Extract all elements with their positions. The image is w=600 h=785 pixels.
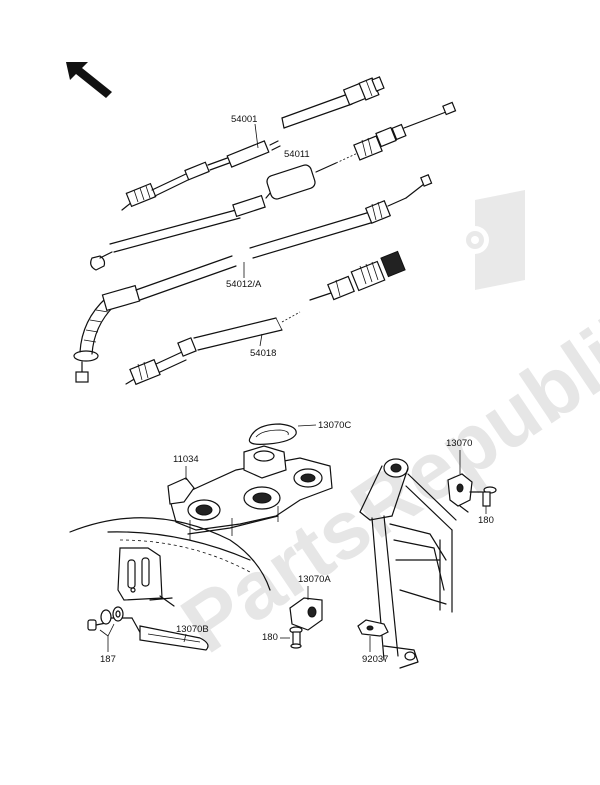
label-180-left: 180 xyxy=(262,632,290,643)
label-54018: 54018 xyxy=(250,333,276,359)
front-direction-arrow-icon xyxy=(66,62,112,98)
label-92037: 92037 xyxy=(362,636,388,665)
gear-watermark-icon xyxy=(461,190,525,290)
bracket-13070 xyxy=(447,473,473,513)
svg-text:180: 180 xyxy=(478,515,494,526)
label-187: 187 xyxy=(99,623,116,665)
svg-text:180: 180 xyxy=(262,632,278,643)
svg-text:13070C: 13070C xyxy=(318,420,351,431)
cable-54012a xyxy=(73,174,433,383)
label-13070c: 13070C xyxy=(297,420,351,431)
clamp-13070c xyxy=(248,423,297,445)
label-11034: 11034 xyxy=(173,454,199,480)
label-13070b: 13070B xyxy=(176,624,209,643)
bracket-13070a xyxy=(289,597,323,631)
svg-text:54018: 54018 xyxy=(250,348,276,359)
cable-54011 xyxy=(90,101,457,271)
bolt-180-right xyxy=(469,486,497,507)
label-13070: 13070 xyxy=(446,438,472,474)
bolt-187 xyxy=(87,606,124,631)
triple-clamp-11034 xyxy=(167,445,333,540)
label-54011: 54011 xyxy=(284,149,310,160)
svg-text:92037: 92037 xyxy=(362,654,388,665)
label-13070a: 13070A xyxy=(298,574,331,600)
svg-text:13070A: 13070A xyxy=(298,574,331,585)
bolt-180-left xyxy=(289,626,303,649)
label-54012a: 54012/A xyxy=(226,262,262,290)
frame xyxy=(359,458,457,669)
svg-text:11034: 11034 xyxy=(173,454,199,465)
cable-54018 xyxy=(125,250,406,386)
svg-text:13070B: 13070B xyxy=(176,624,209,635)
svg-text:187: 187 xyxy=(100,654,116,665)
clamp-92037 xyxy=(357,619,389,637)
label-180-right: 180 xyxy=(478,506,494,526)
svg-text:54011: 54011 xyxy=(284,149,310,160)
fender-assembly xyxy=(69,517,271,651)
label-54001: 54001 xyxy=(231,114,259,149)
svg-text:54012/A: 54012/A xyxy=(226,279,262,290)
cable-54001 xyxy=(121,76,385,211)
svg-text:54001: 54001 xyxy=(231,114,257,125)
svg-text:13070: 13070 xyxy=(446,438,472,449)
